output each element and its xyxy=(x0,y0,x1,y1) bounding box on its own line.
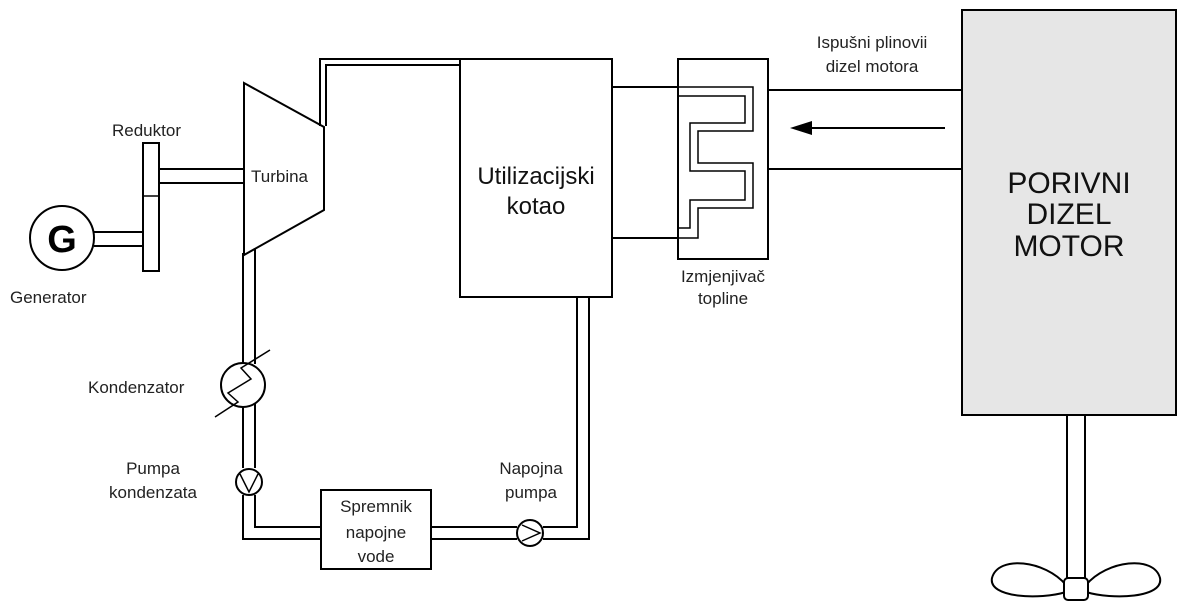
generator: G xyxy=(29,205,95,271)
condensate-pump-label-line1: Pumpa xyxy=(126,459,180,478)
boiler-label-line1: Utilizacijski xyxy=(477,163,594,190)
motor-label-line1: PORIVNI xyxy=(1007,167,1130,200)
reduktor xyxy=(142,142,160,272)
feedpump-boiler-inner xyxy=(543,297,578,528)
condenser-label: Kondenzator xyxy=(88,378,185,397)
exhaust-flow-arrow-icon xyxy=(790,121,945,135)
feed-pump-label-line1: Napojna xyxy=(499,459,563,478)
steam-pipe-inner xyxy=(325,64,460,126)
generator-circle xyxy=(29,205,95,271)
reduktor-body xyxy=(142,142,160,272)
pump-tank-inner xyxy=(254,495,321,528)
condensate-pump-label-line2: kondenzata xyxy=(109,483,197,502)
generator-label: Generator xyxy=(10,288,87,307)
motor-label-line2: DIZEL xyxy=(1026,198,1111,231)
tank-label-line1: Spremnik xyxy=(340,497,412,516)
exchanger-label-line2: topline xyxy=(698,289,748,308)
reduktor-label: Reduktor xyxy=(112,121,181,140)
feed-pump-label-line2: pumpa xyxy=(505,483,558,502)
boiler-label-line2: kotao xyxy=(507,193,566,220)
turbine-body xyxy=(243,81,325,257)
heat-exchanger-coil-outer xyxy=(678,86,754,239)
heat-exchanger-coil-inner xyxy=(678,95,746,229)
diesel-motor xyxy=(961,9,1177,416)
heat-exchanger xyxy=(677,58,769,260)
feed-pump-icon xyxy=(516,519,544,547)
pump-tank-outer xyxy=(242,495,321,540)
propeller-icon xyxy=(990,562,1162,601)
exchanger-label-line1: Izmjenjivač xyxy=(681,267,766,286)
feedpump-boiler-outer xyxy=(543,297,590,540)
tank-label-line2: napojne xyxy=(346,523,407,542)
condensate-pump-icon xyxy=(235,468,263,496)
generator-symbol: G xyxy=(47,219,77,261)
turbine-label: Turbina xyxy=(251,167,309,186)
exhaust-label-line1: Ispušni plinovii xyxy=(817,33,928,52)
steam-pipe-outer xyxy=(319,58,460,126)
feed-water-tank xyxy=(320,489,432,570)
heat-exchanger-box xyxy=(677,58,769,260)
tank-label-line3: vode xyxy=(358,547,395,566)
motor-label-line3: MOTOR xyxy=(1013,230,1124,263)
utilization-boiler xyxy=(459,58,613,298)
exhaust-label-line2: dizel motora xyxy=(826,57,919,76)
